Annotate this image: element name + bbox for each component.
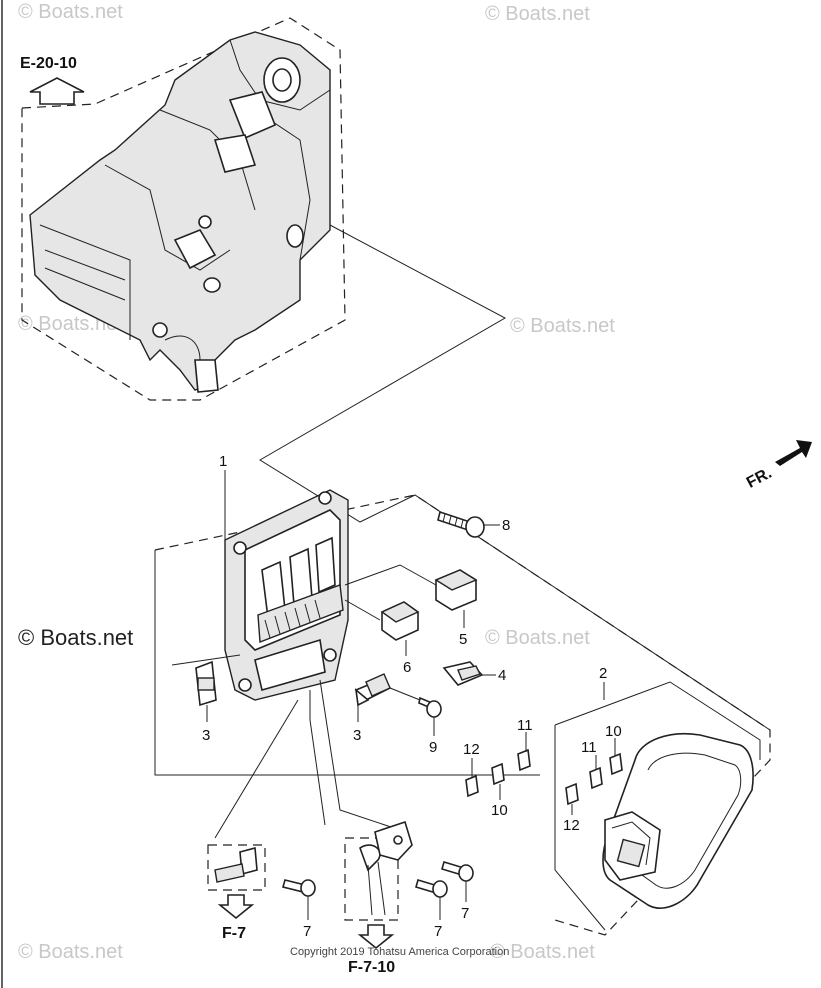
leader-box-to-f710 [309, 690, 326, 826]
direction-label: FR. [744, 465, 775, 492]
watermark-center-right: © Boats.net [485, 627, 590, 649]
callout-7-center: 7 [434, 923, 442, 940]
copyright-notice: Copyright 2019 Tohatsu America Corporati… [290, 946, 509, 958]
relay-part-6 [380, 601, 420, 641]
clamp-part-3-center [354, 673, 392, 707]
callout-11-outer: 11 [581, 739, 597, 756]
front-arrow-icon [775, 440, 812, 466]
assembly-left-bracket [154, 550, 540, 776]
harness-terminal-f7 [214, 846, 258, 883]
callout-11-inner: 11 [517, 717, 533, 734]
reference-bottom-left: F-7 [222, 925, 246, 942]
bracket-terminal [374, 820, 413, 861]
cover-part-2 [602, 732, 754, 909]
cover-outline-left [554, 725, 606, 931]
watermark-bottom-left: © Boats.net [18, 941, 123, 963]
watermark-center-left: © Boats.net [18, 625, 133, 650]
callout-3-center: 3 [353, 727, 361, 744]
clamp-part-3-left [195, 660, 217, 707]
reference-top: E-20-10 [20, 55, 77, 72]
fuse-set-outer [565, 752, 623, 806]
watermark-bottom-right: © Boats.net [490, 941, 595, 963]
callout-10-outer: 10 [605, 723, 622, 740]
up-arrow-icon [29, 77, 85, 105]
callout-6: 6 [403, 659, 411, 676]
callout-7-left: 7 [303, 923, 311, 940]
callout-5: 5 [459, 631, 467, 648]
leader-box-to-6 [344, 599, 381, 621]
callout-12-inner: 12 [463, 741, 480, 758]
bolt-part-8 [437, 510, 485, 538]
callout-8: 8 [502, 517, 510, 534]
cover-outline-top [554, 681, 761, 760]
bolt-part-7-center [415, 879, 448, 898]
leader-box-to-5 [344, 564, 437, 586]
down-arrow-f7-icon [217, 894, 255, 920]
leader-box-to-f7 [214, 699, 299, 839]
leader-box-to-bracket [319, 679, 401, 831]
assembly-dashed-outline [154, 494, 771, 936]
callout-9: 9 [429, 739, 437, 756]
f7-dashed-box [207, 844, 266, 891]
engine-block-dashed-outline [21, 17, 346, 401]
leader-box-to-3-left [171, 654, 241, 666]
callout-10-inner: 10 [491, 802, 508, 819]
bolt-part-7-right [441, 861, 474, 882]
watermark-mid-right: © Boats.net [510, 315, 615, 337]
callout-12-outer: 12 [563, 817, 580, 834]
callout-2: 2 [599, 665, 607, 682]
reference-bottom-center: F-7-10 [348, 959, 395, 976]
callout-1: 1 [219, 453, 227, 470]
electrical-box-part-1 [224, 489, 349, 701]
screw-part-9 [418, 696, 442, 718]
leader-3-to-9 [389, 687, 421, 701]
fuse-set-inner [465, 748, 531, 798]
bolt-part-7-left [282, 879, 316, 897]
relay-part-5 [434, 569, 478, 611]
watermark-top-left: © Boats.net [18, 1, 123, 23]
callout-7-right: 7 [461, 905, 469, 922]
down-arrow-f710-icon [357, 924, 395, 950]
connector-part-4 [442, 661, 484, 686]
engine-block [29, 31, 331, 393]
callout-4: 4 [498, 667, 506, 684]
harness-terminal-f710 [359, 844, 386, 916]
watermark-top-right: © Boats.net [485, 3, 590, 25]
callout-3-left: 3 [202, 727, 210, 744]
